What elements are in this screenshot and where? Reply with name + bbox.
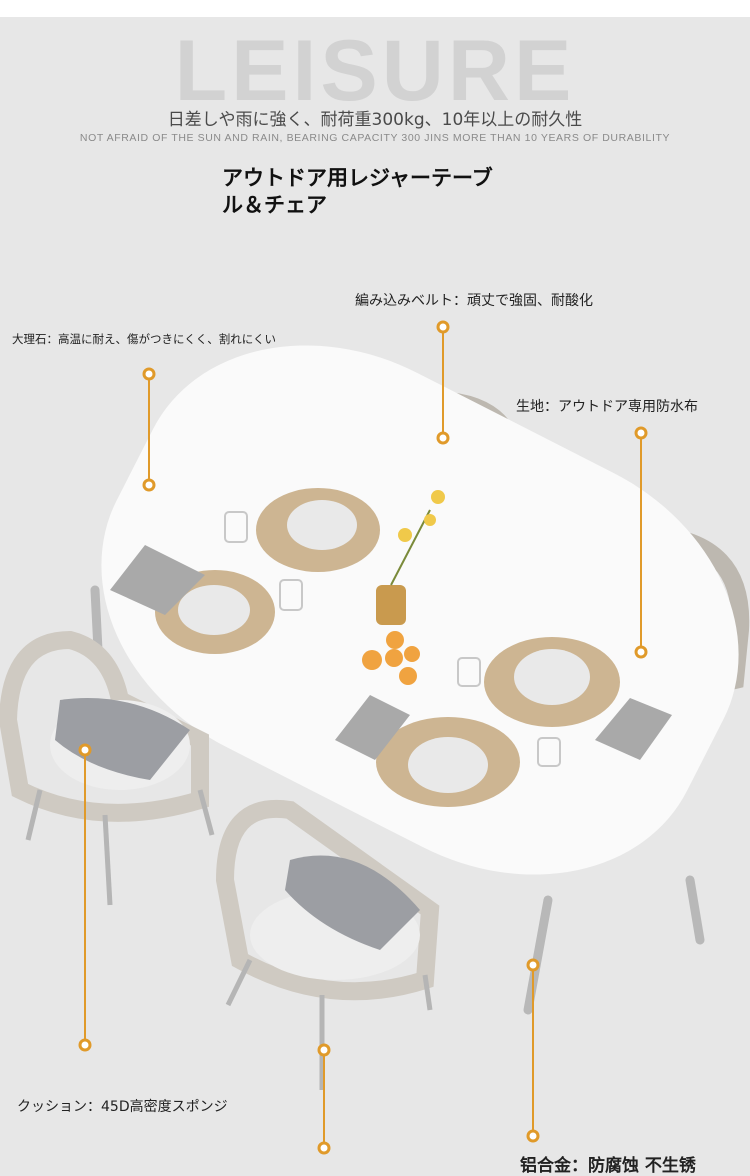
title-line-1: アウトドア用レジャーテーブ [222, 166, 493, 190]
table-legs [90, 585, 705, 1015]
table-top [101, 345, 739, 875]
annotation-aluminum: 铝合金：防腐蚀 不生锈 [520, 1156, 696, 1176]
subtitle-en: NOT AFRAID OF THE SUN AND RAIN, BEARING … [79, 132, 671, 144]
annotation-cushion: クッション：45D高密度スポンジ [17, 1099, 228, 1115]
title-line-2: ル＆チェア [222, 193, 327, 217]
napkins [110, 545, 672, 760]
glasses [224, 511, 561, 767]
annotation-pointers [84, 327, 642, 1148]
vase-flowers [376, 490, 445, 625]
annotation-marble: 大理石：高温に耐え、傷がつきにくく、割れにくい [12, 332, 277, 346]
top-band [0, 0, 750, 17]
background-word: LEISURE [174, 23, 576, 119]
annotation-dots [78, 320, 648, 1155]
place-settings [155, 488, 620, 807]
page-title: アウトドア用レジャーテーブ ル＆チェア [222, 165, 542, 219]
annotation-fabric: 生地：アウトドア専用防水布 [516, 399, 698, 415]
chair-front-center [215, 799, 440, 1090]
subtitle-jp: 日差しや雨に強く、耐荷重300kg、10年以上の耐久性 [167, 110, 583, 130]
fruit [362, 631, 420, 685]
annotation-woven-belt: 編み込みベルト：頑丈で強固、耐酸化 [355, 293, 593, 309]
